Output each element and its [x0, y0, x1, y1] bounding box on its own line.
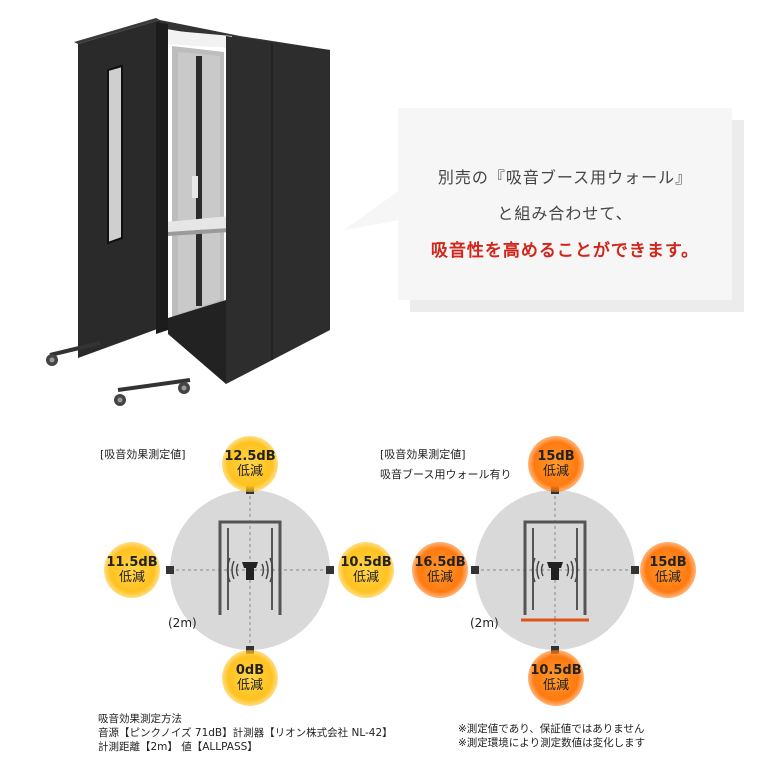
left-bottom-value: 0dB — [235, 663, 265, 678]
left-diagram-title: [吸音効果測定値] — [100, 448, 186, 461]
left-top-badge: 12.5dB 低減 — [222, 436, 278, 492]
booth-right-panel — [226, 36, 330, 384]
left-measurement-diagram — [166, 486, 334, 654]
right-bottom-badge: 10.5dB 低減 — [528, 650, 584, 706]
right-left-badge: 16.5dB 低減 — [412, 542, 468, 598]
speaker-icon — [242, 562, 258, 580]
booth-outline — [218, 520, 282, 615]
booth-desk — [166, 216, 230, 232]
booth-illustration — [46, 18, 330, 406]
door-window — [107, 64, 123, 245]
note-line-2: ※測定環境により測定数値は変化します — [458, 737, 646, 749]
disclaimer-notes: ※測定値であり、保証値ではありません ※測定環境により測定数値は変化します — [458, 722, 645, 750]
right-distance-label: (2m) — [470, 616, 499, 630]
right-bottom-value: 10.5dB — [530, 663, 582, 678]
note-line-1: ※測定値であり、保証値ではありません — [458, 723, 645, 735]
right-top-value: 15dB — [537, 449, 575, 464]
sound-wave-icon — [531, 557, 579, 583]
booth-outline — [523, 520, 587, 615]
left-left-unit: 低減 — [118, 570, 145, 585]
left-left-badge: 11.5dB 低減 — [104, 542, 160, 598]
right-left-value: 16.5dB — [414, 555, 466, 570]
left-bottom-badge: 0dB 低減 — [222, 650, 278, 706]
speaker-icon — [547, 562, 563, 580]
method-distance: 計測距離【2m】 値【ALLPASS】 — [98, 741, 258, 753]
right-bottom-unit: 低減 — [542, 678, 569, 693]
right-top-unit: 低減 — [542, 464, 569, 479]
measurement-method: 吸音効果測定方法 音源【ピンクノイズ 71dB】計測器【リオン株式会社 NL-4… — [98, 712, 393, 754]
left-right-badge: 10.5dB 低減 — [338, 542, 394, 598]
speech-bubble: 別売の『吸音ブース用ウォール』 と組み合わせて、 吸音性を高めることができます。 — [398, 108, 732, 300]
bubble-line-2: と組み合わせて、 — [497, 204, 633, 223]
right-left-unit: 低減 — [426, 570, 453, 585]
method-title: 吸音効果測定方法 — [98, 713, 182, 725]
right-diagram-subtitle: 吸音ブース用ウォール有り — [380, 468, 512, 481]
right-right-badge: 15dB 低減 — [640, 542, 696, 598]
left-right-value: 10.5dB — [340, 555, 392, 570]
left-distance-label: (2m) — [168, 616, 197, 630]
bubble-highlight-line: 吸音性を高めることができます。 — [430, 241, 700, 261]
right-right-value: 15dB — [649, 555, 687, 570]
left-right-unit: 低減 — [352, 570, 379, 585]
left-left-value: 11.5dB — [106, 555, 158, 570]
bubble-tail — [344, 190, 400, 230]
right-top-badge: 15dB 低減 — [528, 436, 584, 492]
right-diagram-title: [吸音効果測定値] — [380, 448, 466, 461]
left-top-value: 12.5dB — [224, 449, 276, 464]
method-source: 音源【ピンクノイズ 71dB】計測器【リオン株式会社 NL-42】 — [98, 727, 393, 739]
right-right-unit: 低減 — [654, 570, 681, 585]
right-measurement-diagram — [471, 486, 639, 654]
sound-wave-icon — [226, 557, 274, 583]
bubble-line-1: 別売の『吸音ブース用ウォール』 — [437, 168, 693, 187]
left-top-unit: 低減 — [236, 464, 263, 479]
left-bottom-unit: 低減 — [236, 678, 263, 693]
